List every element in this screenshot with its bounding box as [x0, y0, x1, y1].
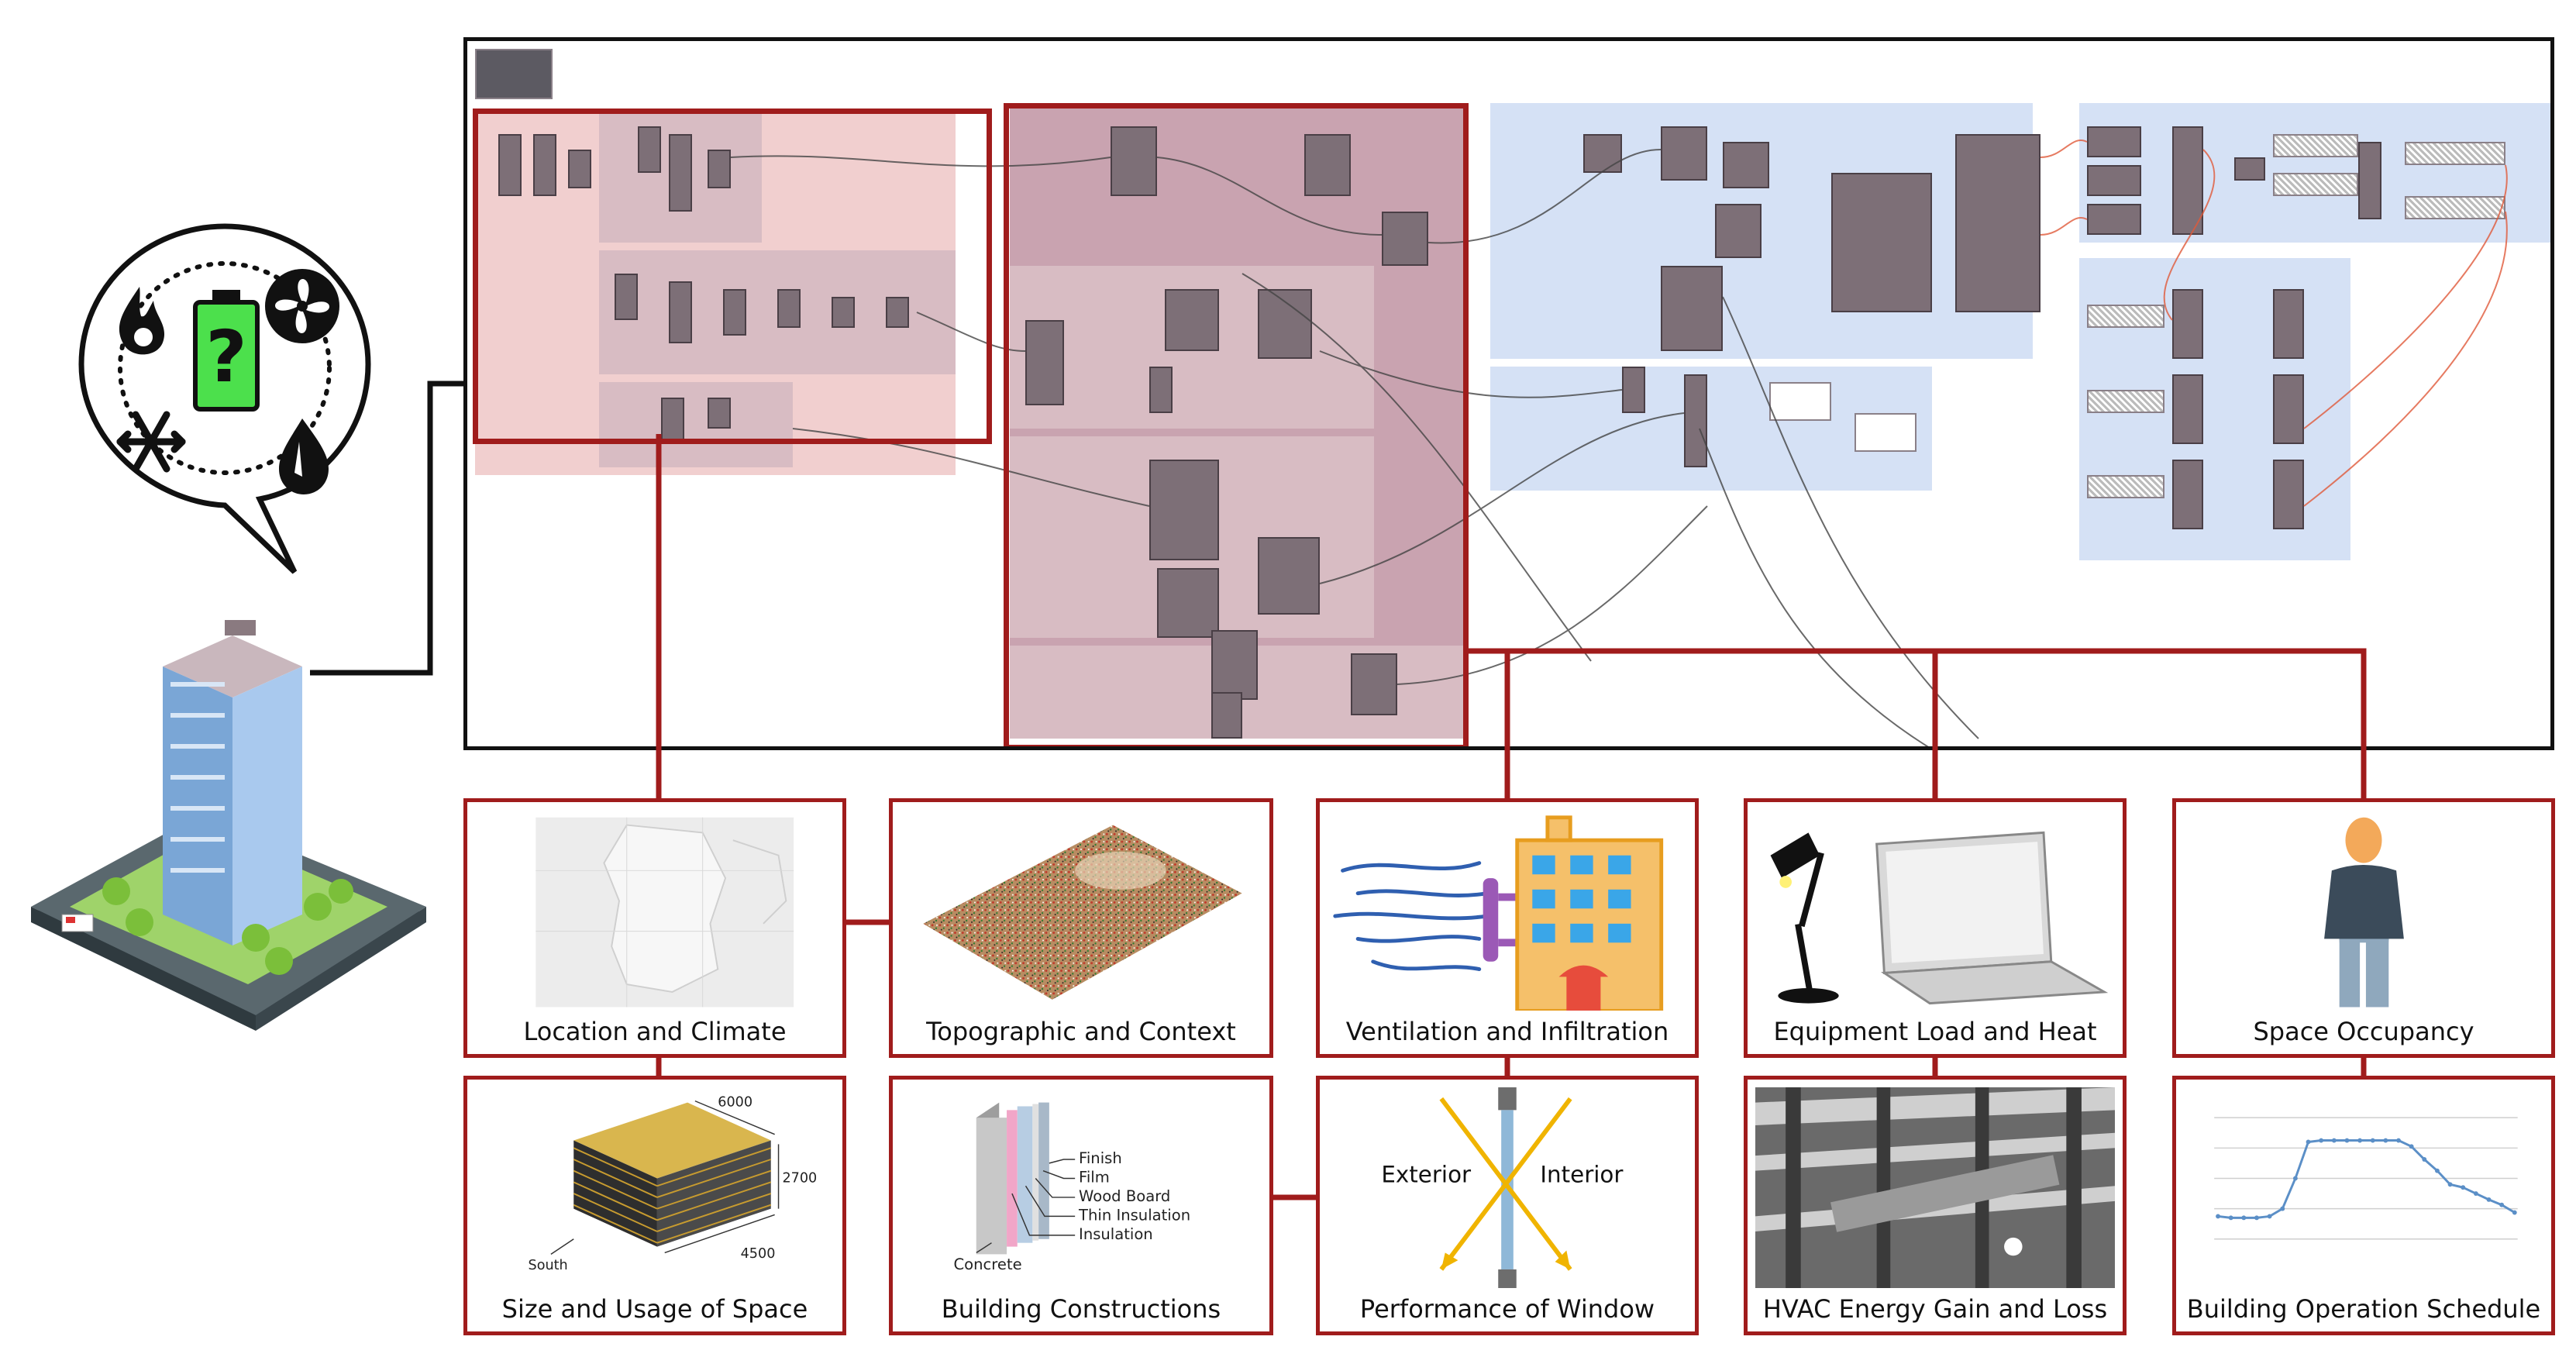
svg-text:South: South	[529, 1258, 568, 1273]
card-location-climate[interactable]: Location and Climate	[463, 798, 846, 1058]
laptop-icon	[1875, 831, 2109, 1005]
card-label: HVAC Energy Gain and Loss	[1762, 1294, 2108, 1324]
card-label: Equipment Load and Heat	[1773, 1017, 2097, 1046]
card-label: Performance of Window	[1359, 1294, 1655, 1324]
card-label: Space Occupancy	[2253, 1017, 2474, 1046]
card-label: Location and Climate	[523, 1017, 787, 1046]
highlight-frame-left	[473, 108, 992, 444]
svg-text:?: ?	[205, 315, 246, 398]
card-operation-schedule[interactable]: Building Operation Schedule	[2172, 1076, 2555, 1335]
energy-speech-bubble: ?	[78, 223, 371, 574]
apartment-icon	[1515, 815, 1664, 1011]
terrain-image	[923, 825, 1242, 1000]
fan-icon	[265, 269, 339, 343]
card-label: Size and Usage of Space	[501, 1294, 808, 1324]
ventilation-image	[1333, 815, 1664, 1011]
building-icon	[31, 620, 426, 1031]
card-label: Topographic and Context	[926, 1017, 1236, 1046]
snowflake-icon	[116, 411, 186, 473]
svg-text:Exterior: Exterior	[1381, 1161, 1472, 1187]
map-image	[536, 817, 794, 1008]
svg-text:2700: 2700	[782, 1170, 817, 1186]
card-window-performance[interactable]: Exterior Interior Performance of Window	[1316, 1076, 1699, 1335]
svg-text:Film: Film	[1079, 1168, 1110, 1186]
card-label: Ventilation and Infiltration	[1345, 1017, 1669, 1046]
svg-text:Concrete: Concrete	[954, 1256, 1022, 1273]
toolbar-widget[interactable]	[475, 49, 553, 99]
card-size-usage[interactable]: 6000 2700 4500 South Size and Usage of S…	[463, 1076, 846, 1335]
card-label: Building Operation Schedule	[2186, 1294, 2541, 1324]
equipment-image	[1770, 831, 2109, 1005]
card-equipment-load[interactable]: Equipment Load and Heat	[1744, 798, 2127, 1058]
card-hvac-energy[interactable]: HVAC Energy Gain and Loss	[1744, 1076, 2127, 1335]
svg-text:4500: 4500	[741, 1246, 776, 1262]
svg-text:Finish: Finish	[1079, 1149, 1122, 1167]
svg-text:6000: 6000	[718, 1094, 752, 1110]
card-space-occupancy[interactable]: Space Occupancy	[2172, 798, 2555, 1058]
svg-text:Interior: Interior	[1540, 1161, 1624, 1187]
hvac-photo	[1755, 1087, 2115, 1289]
card-building-constructions[interactable]: Finish Film Wood Board Thin Insulation I…	[889, 1076, 1273, 1335]
wind-icon	[1333, 861, 1489, 972]
node-editor-canvas[interactable]	[463, 37, 2554, 750]
wall-layers-diagram: Finish Film Wood Board Thin Insulation I…	[954, 1102, 1190, 1273]
highlight-frame-middle	[1004, 103, 1469, 746]
svg-text:Thin Insulation: Thin Insulation	[1078, 1206, 1190, 1224]
card-label: Building Constructions	[941, 1294, 1221, 1324]
schedule-line-chart	[2214, 1117, 2518, 1240]
svg-text:Insulation: Insulation	[1079, 1225, 1153, 1243]
fire-icon	[119, 287, 165, 355]
person-icon	[2324, 817, 2404, 1008]
space-box-diagram: 6000 2700 4500 South	[529, 1094, 818, 1273]
card-topographic-context[interactable]: Topographic and Context	[889, 798, 1273, 1058]
battery-question-icon: ?	[193, 290, 260, 412]
svg-text:Wood Board: Wood Board	[1079, 1187, 1170, 1205]
subgroup-a3	[599, 382, 793, 467]
card-ventilation-infiltration[interactable]: Ventilation and Infiltration	[1316, 798, 1699, 1058]
window-diagram: Exterior Interior	[1381, 1087, 1624, 1289]
lamp-icon	[1770, 832, 1839, 1004]
